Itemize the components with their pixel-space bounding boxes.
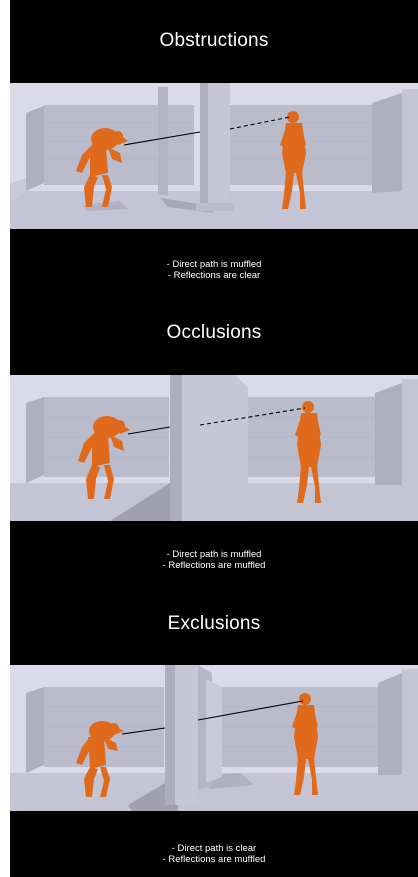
occlusion-scene-illustration <box>10 375 418 521</box>
caption-line-direct: - Direct path is clear <box>10 843 418 854</box>
section-caption: - Direct path is muffled - Reflections a… <box>10 549 418 571</box>
caption-line-direct: - Direct path is muffled <box>10 549 418 560</box>
caption-line-direct: - Direct path is muffled <box>10 259 418 270</box>
exclusion-scene-illustration <box>10 665 418 811</box>
diagram-sheet: Obstructions <box>10 0 418 877</box>
section-caption: - Direct path is muffled - Reflections a… <box>10 259 418 281</box>
section-caption: - Direct path is clear - Reflections are… <box>10 843 418 865</box>
obstruction-scene-illustration <box>10 83 418 229</box>
caption-line-reflections: - Reflections are muffled <box>10 854 418 865</box>
section-title: Obstructions <box>10 30 418 52</box>
caption-line-reflections: - Reflections are muffled <box>10 560 418 571</box>
caption-line-reflections: - Reflections are clear <box>10 270 418 281</box>
section-title: Exclusions <box>10 613 418 635</box>
section-title: Occlusions <box>10 322 418 344</box>
